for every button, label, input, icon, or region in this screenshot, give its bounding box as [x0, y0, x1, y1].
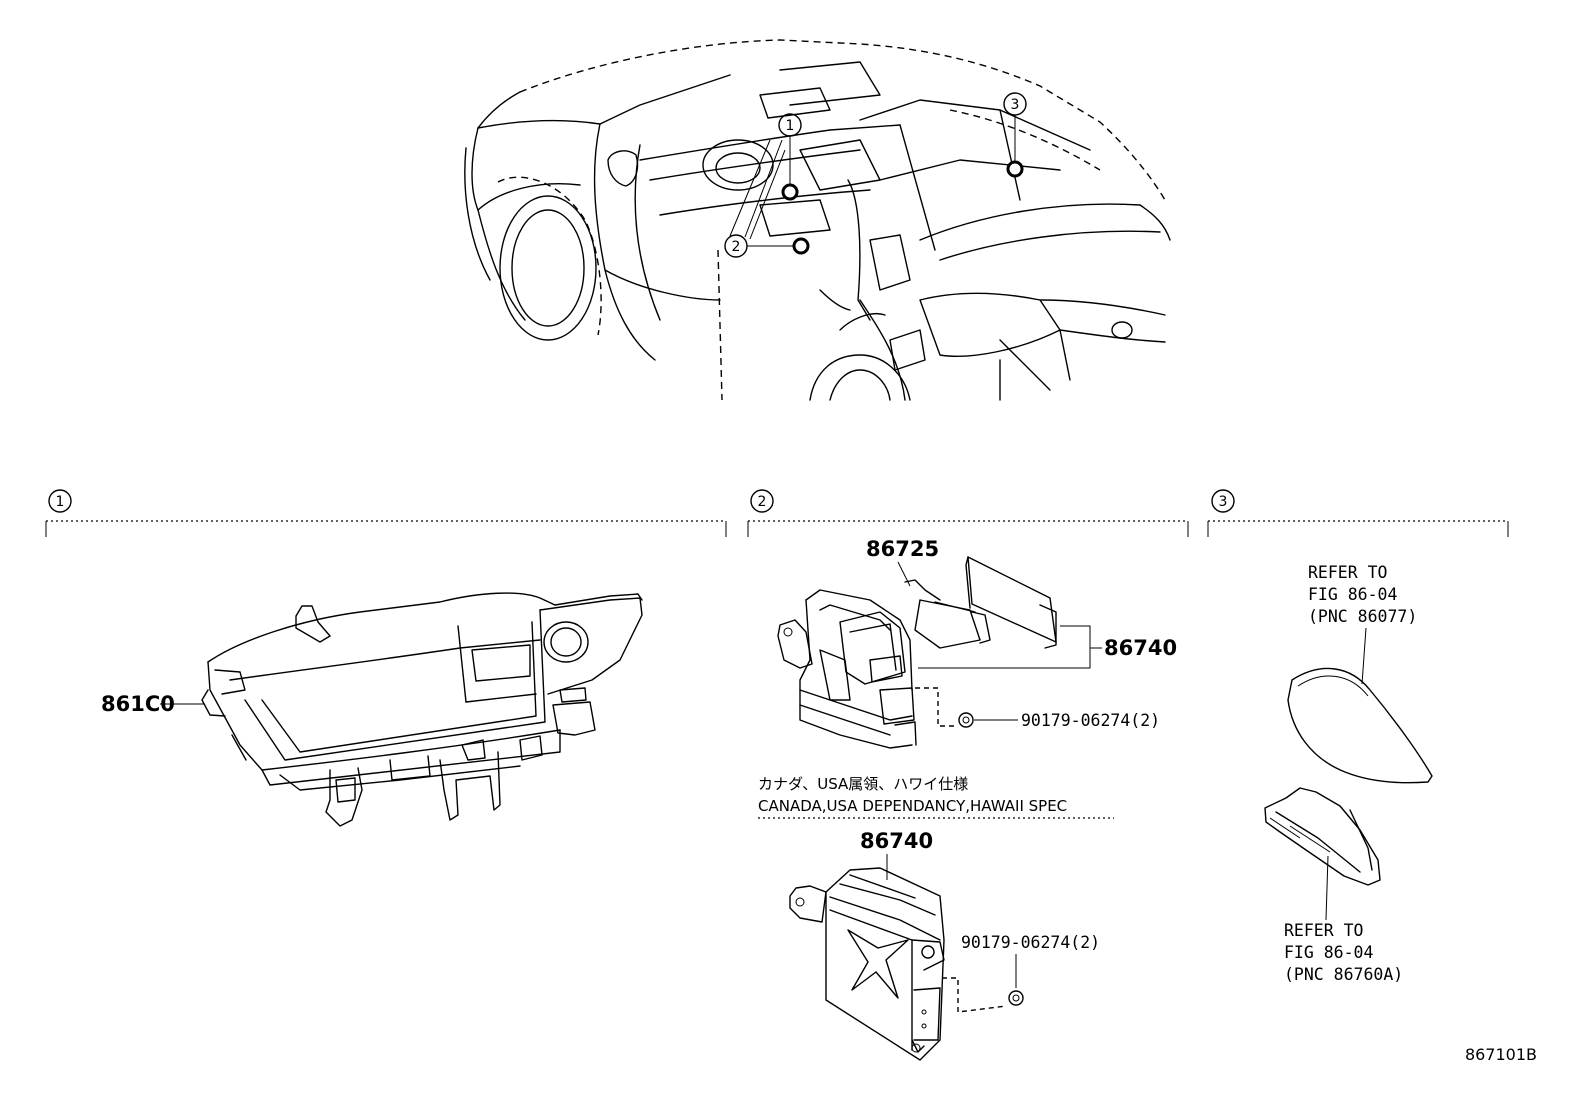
callout-2-label: 2 — [732, 239, 741, 255]
refer-top-line-2: FIG 86-04 — [1308, 585, 1397, 604]
section-3-label: 3 — [1219, 494, 1228, 510]
antenna-base-drawing — [1264, 787, 1381, 886]
part-86725-label: 86725 — [866, 537, 939, 561]
part-90179-top: 90179-06274(2) — [915, 687, 1160, 730]
section-1-header: 1 — [45, 489, 727, 537]
car-overview-drawing — [464, 39, 1171, 401]
spec-note-jp: カナダ、USA属領、ハワイ仕様 — [758, 775, 968, 793]
shark-fin-cover-drawing — [1287, 667, 1433, 784]
refer-bottom-line-2: FIG 86-04 — [1284, 943, 1373, 962]
callout-2: 2 — [724, 139, 810, 258]
spec-note-en: CANADA,USA DEPENDANCY,HAWAII SPEC — [758, 797, 1067, 815]
spec-note: カナダ、USA属領、ハワイ仕様 CANADA,USA DEPENDANCY,HA… — [758, 775, 1114, 819]
antenna-board-drawing — [965, 556, 1057, 649]
refer-bottom-line-1: REFER TO — [1284, 921, 1363, 940]
refer-bottom: REFER TO FIG 86-04 (PNC 86760A) — [1284, 855, 1403, 984]
part-86725: 86725 — [866, 537, 939, 587]
connector-cable-drawing — [904, 579, 991, 649]
section-2-label: 2 — [758, 494, 767, 510]
callout-3: 3 — [1003, 92, 1027, 178]
part-90179-bottom-label: 90179-06274(2) — [961, 933, 1100, 952]
callout-3-label: 3 — [1011, 97, 1020, 113]
figure-code: 867101B — [1465, 1045, 1537, 1064]
section-3-header: 3 — [1207, 489, 1509, 537]
callout-1: 1 — [778, 113, 802, 201]
part-86740-top-label: 86740 — [1104, 636, 1177, 660]
refer-top-line-1: REFER TO — [1308, 563, 1387, 582]
refer-bottom-line-3: (PNC 86760A) — [1284, 965, 1403, 984]
section-2-header: 2 — [747, 489, 1189, 537]
part-90179-top-label: 90179-06274(2) — [1021, 711, 1160, 730]
section-1-label: 1 — [56, 494, 65, 510]
part-86740-top: 86740 — [918, 625, 1177, 669]
refer-top-line-3: (PNC 86077) — [1308, 607, 1417, 626]
part-86740-bottom: 86740 — [860, 829, 933, 880]
tcu-module-drawing — [777, 589, 917, 749]
refer-top: REFER TO FIG 86-04 (PNC 86077) — [1308, 563, 1417, 685]
callout-1-label: 1 — [786, 118, 795, 134]
dcm-module-drawing — [789, 867, 945, 1061]
display-unit-drawing — [201, 592, 643, 827]
part-861c0: 861C0 — [101, 692, 204, 716]
part-86740-bottom-label: 86740 — [860, 829, 933, 853]
part-90179-bottom: 90179-06274(2) — [942, 933, 1100, 1013]
